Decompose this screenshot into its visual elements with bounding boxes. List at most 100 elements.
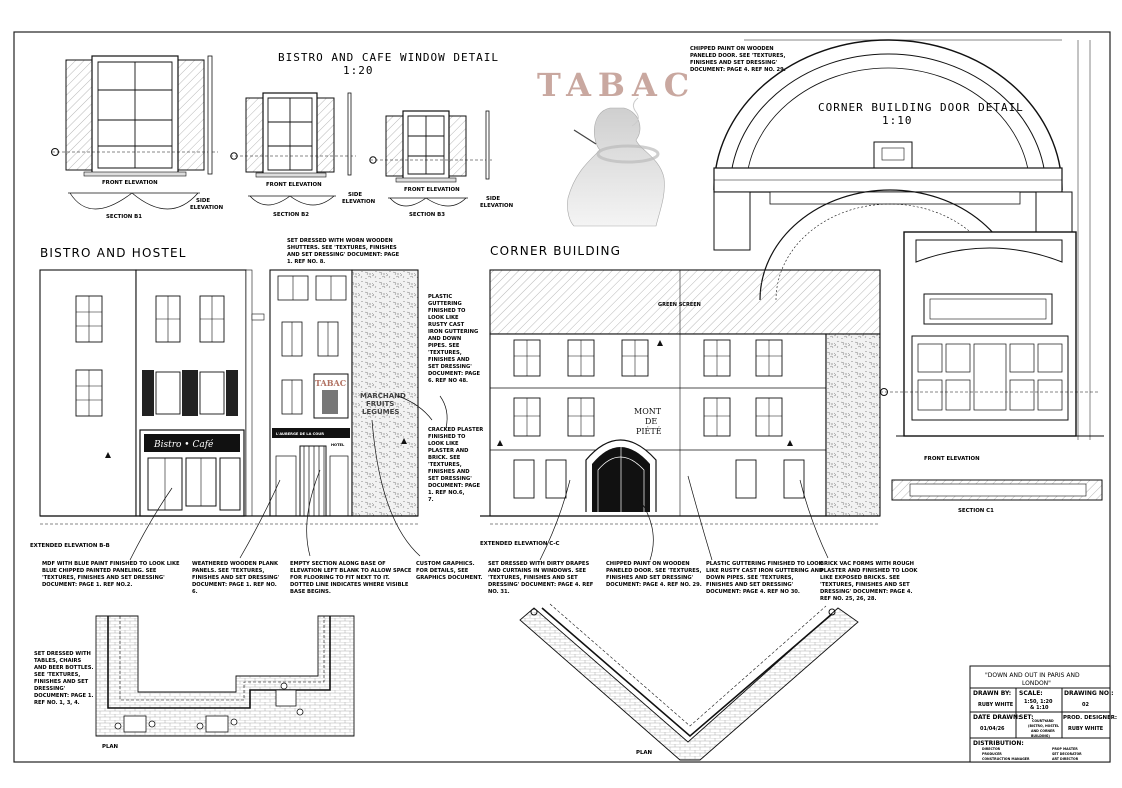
mont-de-piete-line-2: DE xyxy=(645,417,657,426)
drawn-by-value: RUBY WHITE xyxy=(978,702,1014,708)
gutter-note-line: AND DOWN xyxy=(428,336,461,342)
drapes-note-line: SET DRESSED WITH DIRTY DRAPES xyxy=(488,561,589,567)
window-3-front-label: FRONT ELEVATION xyxy=(404,187,460,193)
section-c1-label: SECTION C1 xyxy=(958,508,994,514)
drapes-note-line: 'TEXTURES, FINISHES AND SET xyxy=(488,575,578,581)
brick-note-line: LIKE EXPOSED BRICKS. SEE xyxy=(820,575,900,581)
brick-note-line: PLASTER AND FINISHED TO LOOK xyxy=(820,568,918,574)
mdf-note-line: DOCUMENT: PAGE 1. REF NO.2. xyxy=(42,582,132,588)
mont-de-piete-line-3: PIÉTÉ xyxy=(636,427,662,436)
gutter-note-line: FINISHES AND xyxy=(428,357,470,363)
brick-note-line: 'TEXTURES, FINISHES AND SET xyxy=(820,582,910,588)
bistro-gutter-note: PLASTIC GUTTERING FINISHED TO LOOK LIKE … xyxy=(428,294,481,384)
brick-note-line: BRICK VAC FORMS WITH ROUGH xyxy=(820,561,914,567)
mdf-note-line: BLUE CHIPPED PAINTED PANELING. SEE xyxy=(42,568,157,574)
set-line-2: (BISTRO, HOSTEL xyxy=(1028,724,1059,728)
bistro-elevation-label: EXTENDED ELEVATION B-B xyxy=(30,543,110,549)
distribution-label: DISTRIBUTION: xyxy=(973,740,1024,747)
tabac-graphic: TABAC xyxy=(537,66,689,227)
plaster-note-line: PLASTER AND xyxy=(428,448,469,454)
gutter-note-line: DOCUMENT: PAGE xyxy=(428,371,481,377)
gutter-note-line: RUSTY CAST xyxy=(428,322,465,328)
drawing-no-label: DRAWING NO.: xyxy=(1064,690,1114,697)
window-detail-title: BISTRO AND CAFE WINDOW DETAIL xyxy=(278,51,499,64)
drapes-note-line: AND CURTAINS IN WINDOWS. SEE xyxy=(488,568,587,574)
section-b2-label: SECTION B2 xyxy=(273,212,309,218)
mont-de-piete-line-1: MONT xyxy=(634,407,662,416)
mural-text-1: MARCHAND xyxy=(360,392,406,400)
gutter-note-line: LOOK LIKE xyxy=(428,315,459,321)
corner-gutter-note-line: DOCUMENT: PAGE 4. REF NO 30. xyxy=(706,589,800,595)
tables-note-line: DOCUMENT: PAGE 1. xyxy=(34,693,93,699)
corner-gutter-note-line: FINISHES AND SET DRESSING' xyxy=(706,582,794,588)
gutter-note-line: IRON GUTTERING xyxy=(428,329,478,335)
gutter-note-line: SET DRESSING' xyxy=(428,364,472,370)
date-label: DATE DRAWN: xyxy=(973,714,1020,721)
window-2-elevation: FRONT ELEVATION SECTION B2 SIDE ELEVATIO… xyxy=(230,92,376,218)
window-3-elevation: FRONT ELEVATION SECTION B3 SIDE ELEVATIO… xyxy=(369,110,514,218)
door-detail-note-2: PANELED DOOR. SEE 'TEXTURES, xyxy=(690,53,786,59)
window-1-front-label: FRONT ELEVATION xyxy=(102,180,158,186)
section-b1-label: SECTION B1 xyxy=(106,214,142,220)
auberge-sign: L'AUBERGE DE LA COUR xyxy=(276,432,324,436)
door-detail: CHIPPED PAINT ON WOODEN PANELED DOOR. SE… xyxy=(690,39,1104,514)
drawn-by-label: DRAWN BY: xyxy=(973,690,1011,697)
plaster-note-line: LOOK LIKE xyxy=(428,441,459,447)
brick-note-line: DRESSING' DOCUMENT: PAGE 4. xyxy=(820,589,912,595)
tables-note-line: SET DRESSED WITH xyxy=(34,651,91,657)
bistro-mdf-note: MDF WITH BLUE PAINT FINISHED TO LOOK LIK… xyxy=(42,561,180,588)
gutter-note-line: PLASTIC xyxy=(428,294,452,300)
door-detail-note-4: DOCUMENT: PAGE 4. REF NO. 29. xyxy=(690,67,786,73)
mdf-note-line: MDF WITH BLUE PAINT FINISHED TO LOOK LIK… xyxy=(42,561,180,567)
bistro-title: BISTRO AND HOSTEL xyxy=(40,246,187,260)
corner-drapes-note: SET DRESSED WITH DIRTY DRAPES AND CURTAI… xyxy=(488,561,594,595)
drapes-note-line: NO. 31. xyxy=(488,589,510,595)
planks-note-line: DOCUMENT: PAGE 1. REF NO. xyxy=(192,582,277,588)
empty-note-line: ELEVATION LEFT BLANK TO ALLOW SPACE xyxy=(290,568,412,574)
gutter-note-line: GUTTERING xyxy=(428,301,462,307)
bistro-note-top-3: AND SET DRESSING' DOCUMENT: PAGE xyxy=(287,252,400,258)
corner-gutter-note-line: LIKE RUSTY CAST IRON GUTTERING AND xyxy=(706,568,824,574)
window-1-side-label-2: ELEVATION xyxy=(190,205,224,211)
planks-note-line: WEATHERED WOODEN PLANK xyxy=(192,561,279,567)
plaster-note-line: SET DRESSING' xyxy=(428,476,472,482)
bistro-cafe-sign: Bistro • Café xyxy=(153,439,214,450)
plaster-note-line: 7. xyxy=(428,497,434,503)
sheet-border xyxy=(13,31,1111,763)
mural-text-3: LEGUMES xyxy=(362,408,399,416)
bistro-plaster-note: CRACKED PLASTER FINISHED TO LOOK LIKE PL… xyxy=(428,427,483,503)
planks-note-line: 6. xyxy=(192,589,198,595)
corner-gutter-note: PLASTIC GUTTERING FINISHED TO LOOK LIKE … xyxy=(706,561,824,595)
corner-door-note: CHIPPED PAINT ON WOODEN PANELED DOOR. SE… xyxy=(606,561,702,588)
mdf-note-line: 'TEXTURES, FINISHES AND SET DRESSING' xyxy=(42,575,165,581)
distribution-left-3: CONSTRUCTION MANAGER xyxy=(982,757,1030,761)
window-2-side-label-1: SIDE xyxy=(348,192,362,198)
bistro-note-top-1: SET DRESSED WITH WORN WOODEN xyxy=(287,238,393,244)
section-b3-label: SECTION B3 xyxy=(409,212,445,218)
empty-note-line: DOTTED LINE INDICATES WHERE VISIBLE xyxy=(290,582,409,588)
plaster-note-line: CRACKED PLASTER xyxy=(428,427,483,433)
hotel-sign: HOTEL xyxy=(331,443,345,447)
corner-brick-note: BRICK VAC FORMS WITH ROUGH PLASTER AND F… xyxy=(820,561,918,602)
bistro-elevation: BISTRO AND HOSTEL SET DRESSED WITH WORN … xyxy=(30,238,483,595)
drapes-note-line: DRESSING' DOCUMENT: PAGE 4. REF xyxy=(488,582,594,588)
plan-right-label: PLAN xyxy=(636,750,653,756)
corner-gutter-note-line: DOWN PIPES. SEE 'TEXTURES, xyxy=(706,575,794,581)
tables-note-line: DRESSING' xyxy=(34,686,66,692)
plaster-note-line: BRICK. SEE xyxy=(428,455,461,461)
corner-title: CORNER BUILDING xyxy=(490,244,621,258)
door-detail-scale: 1:10 xyxy=(882,114,913,127)
window-3-side-label-1: SIDE xyxy=(486,196,500,202)
corner-elevation-label: EXTENDED ELEVATION C-C xyxy=(480,541,560,547)
door-front-elevation-label: FRONT ELEVATION xyxy=(924,456,980,462)
plan-tables-note: SET DRESSED WITH TABLES, CHAIRS AND BEER… xyxy=(34,651,93,706)
empty-note-line: EMPTY SECTION ALONG BASE OF xyxy=(290,561,386,567)
tables-note-line: FINISHES AND SET xyxy=(34,679,89,685)
drawing-no-value: 02 xyxy=(1082,702,1089,708)
set-line-4: BUILDING) xyxy=(1031,734,1050,738)
door-note-line: PANELED DOOR. SEE 'TEXTURES, xyxy=(606,568,702,574)
project-title-line-2: LONDON" xyxy=(1022,680,1051,687)
tables-note-line: TABLES, CHAIRS xyxy=(34,658,82,664)
window-detail-scale: 1:20 xyxy=(343,64,374,77)
